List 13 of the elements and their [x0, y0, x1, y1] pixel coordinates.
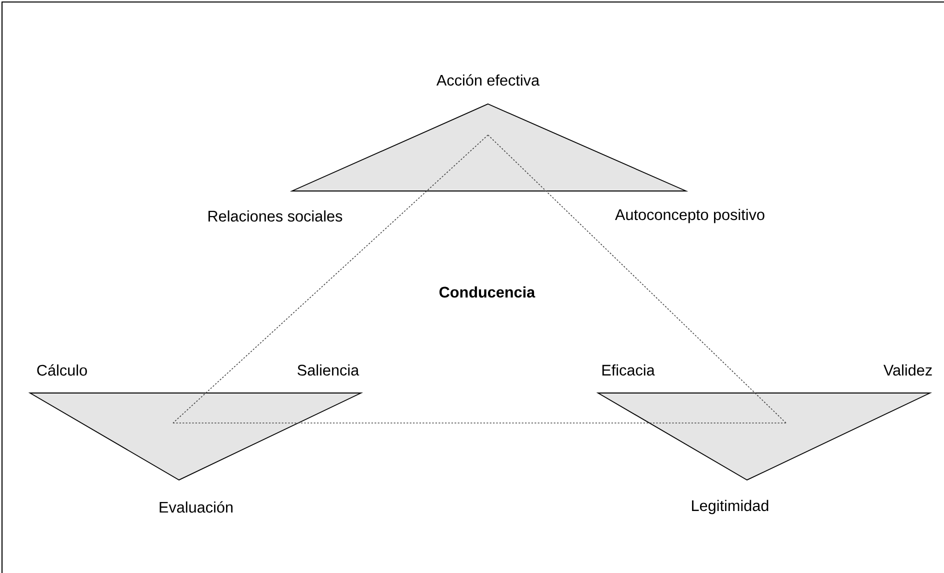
center-label: Conducencia	[439, 286, 536, 298]
vertex-label: Autoconcepto positivo	[615, 208, 764, 224]
vertex-label: Legitimidad	[692, 500, 768, 514]
dotted-line	[172, 134, 488, 424]
vertex-label: Validez	[884, 364, 932, 376]
vertex-label: Evaluación	[160, 501, 232, 513]
vertex-label: Acción efectiva	[436, 74, 540, 86]
dotted-line	[488, 134, 786, 424]
vertex-label: Eficacia	[602, 364, 655, 376]
vertex-label: Saliencia	[298, 364, 360, 376]
dotted-line	[172, 422, 786, 424]
vertex-label: Cálculo	[37, 364, 87, 376]
vertex-label: Relaciones sociales	[208, 210, 342, 222]
